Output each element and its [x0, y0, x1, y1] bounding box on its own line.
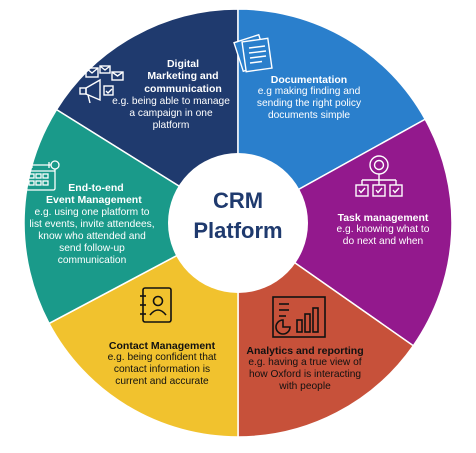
label-documentation-title: Documentation [270, 74, 348, 86]
label-contact-title: Contact Management [108, 340, 216, 352]
label-contact-desc: e.g. being confident that contact inform… [107, 352, 217, 388]
label-documentation-desc: e.g making finding and sending the right… [256, 86, 362, 122]
calendar-icon [25, 160, 60, 191]
label-digital-desc: e.g. being able to manage a campaign in … [112, 96, 230, 132]
label-analytics: Analytics and reporting e.g. having a tr… [238, 345, 372, 393]
label-digital-title-3: communication [144, 82, 222, 95]
label-event-desc: e.g. using one platform to list events, … [29, 206, 155, 266]
report-chart-icon [272, 296, 326, 338]
megaphone-envelope-icon [79, 65, 124, 104]
label-task: Task management e.g. knowing what to do … [330, 212, 436, 248]
documents-icon [233, 33, 273, 73]
segment-documentation [237, 8, 427, 225]
segment-task [236, 118, 453, 347]
center-circle [168, 153, 308, 293]
label-digital-title-1: Digital [166, 58, 200, 70]
label-contact: Contact Management e.g. being confident … [92, 340, 232, 388]
label-task-title: Task management [337, 212, 429, 224]
segment-contact [48, 221, 239, 438]
center-title-line2: Platform [193, 217, 283, 243]
center-title-line1: CRM [212, 188, 264, 213]
label-analytics-title: Analytics and reporting [246, 345, 364, 357]
label-digital: Digital Marketing and communication e.g.… [100, 58, 230, 132]
label-digital-title-2: Marketing and [147, 70, 219, 83]
segment-digital [55, 8, 239, 225]
label-documentation: Documentation e.g making finding and sen… [252, 74, 366, 122]
task-flow-icon [355, 155, 403, 197]
label-event-title-1: End-to-end [68, 182, 124, 194]
label-task-desc: e.g. knowing what to do next and when [336, 224, 430, 248]
label-event-title-2: Event Management [46, 194, 142, 207]
label-event: End-to-end Event Management e.g. using o… [28, 182, 156, 267]
address-book-icon [140, 287, 172, 323]
center-title: CRM Platform [178, 186, 298, 245]
label-analytics-desc: e.g. having a true view of how Oxford is… [248, 357, 362, 393]
segment-event [23, 108, 240, 325]
